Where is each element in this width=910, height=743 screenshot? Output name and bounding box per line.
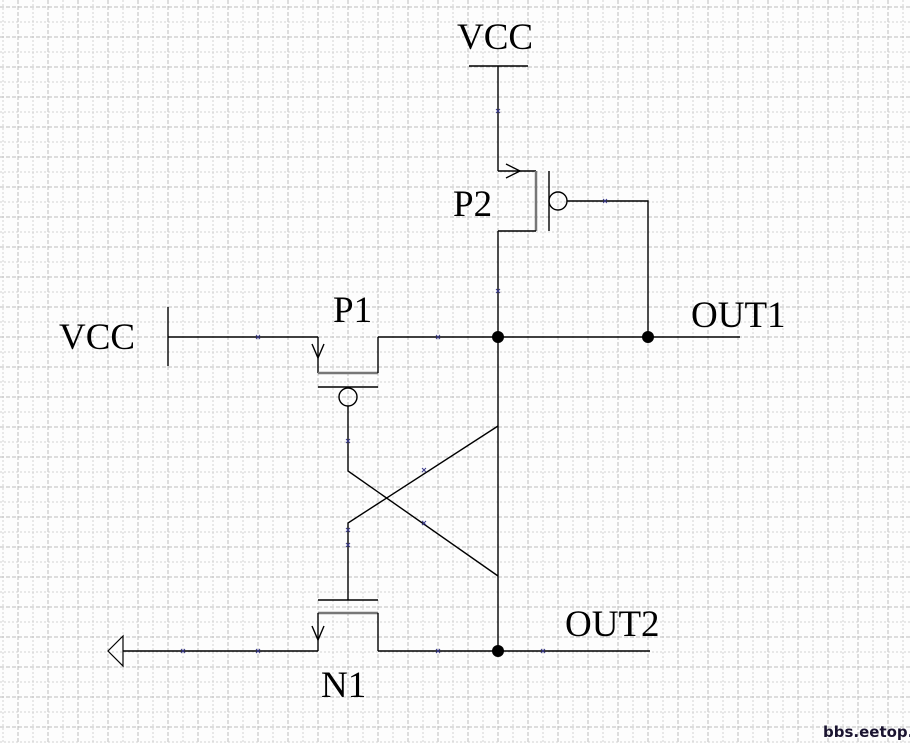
ground-symbol bbox=[107, 634, 124, 668]
wire-marker bbox=[495, 288, 501, 294]
junction-dot bbox=[492, 331, 504, 343]
watermark: bbs.eetop.cn bbox=[823, 723, 910, 741]
wire-marker bbox=[421, 520, 427, 526]
wire-marker bbox=[345, 438, 351, 444]
wire-marker bbox=[495, 108, 501, 114]
wire-marker bbox=[345, 527, 351, 533]
label-n1: N1 bbox=[321, 665, 366, 706]
label-out2: OUT2 bbox=[565, 604, 660, 645]
wire-marker bbox=[540, 648, 546, 654]
label-out1: OUT1 bbox=[691, 295, 786, 336]
wire-marker bbox=[255, 334, 261, 340]
p2-transistor bbox=[497, 163, 649, 651]
label-vcc-top: VCC bbox=[457, 17, 533, 58]
vcc-top-supply bbox=[469, 65, 528, 171]
n1-transistor bbox=[123, 599, 650, 652]
wire-marker bbox=[255, 648, 261, 654]
wire-marker bbox=[345, 542, 351, 548]
wire-markers bbox=[180, 108, 608, 654]
cross-wire bbox=[347, 425, 499, 600]
junction-dots bbox=[492, 331, 654, 657]
junction-dot bbox=[642, 331, 654, 343]
label-vcc-left: VCC bbox=[59, 317, 135, 358]
wire-marker bbox=[602, 198, 608, 204]
wire-marker bbox=[435, 648, 441, 654]
wire-marker bbox=[435, 334, 441, 340]
vcc-left-supply bbox=[167, 307, 318, 366]
label-p1: P1 bbox=[333, 290, 372, 331]
wire-marker bbox=[421, 467, 427, 473]
label-p2: P2 bbox=[453, 184, 492, 225]
wire-marker bbox=[180, 648, 186, 654]
junction-dot bbox=[492, 645, 504, 657]
